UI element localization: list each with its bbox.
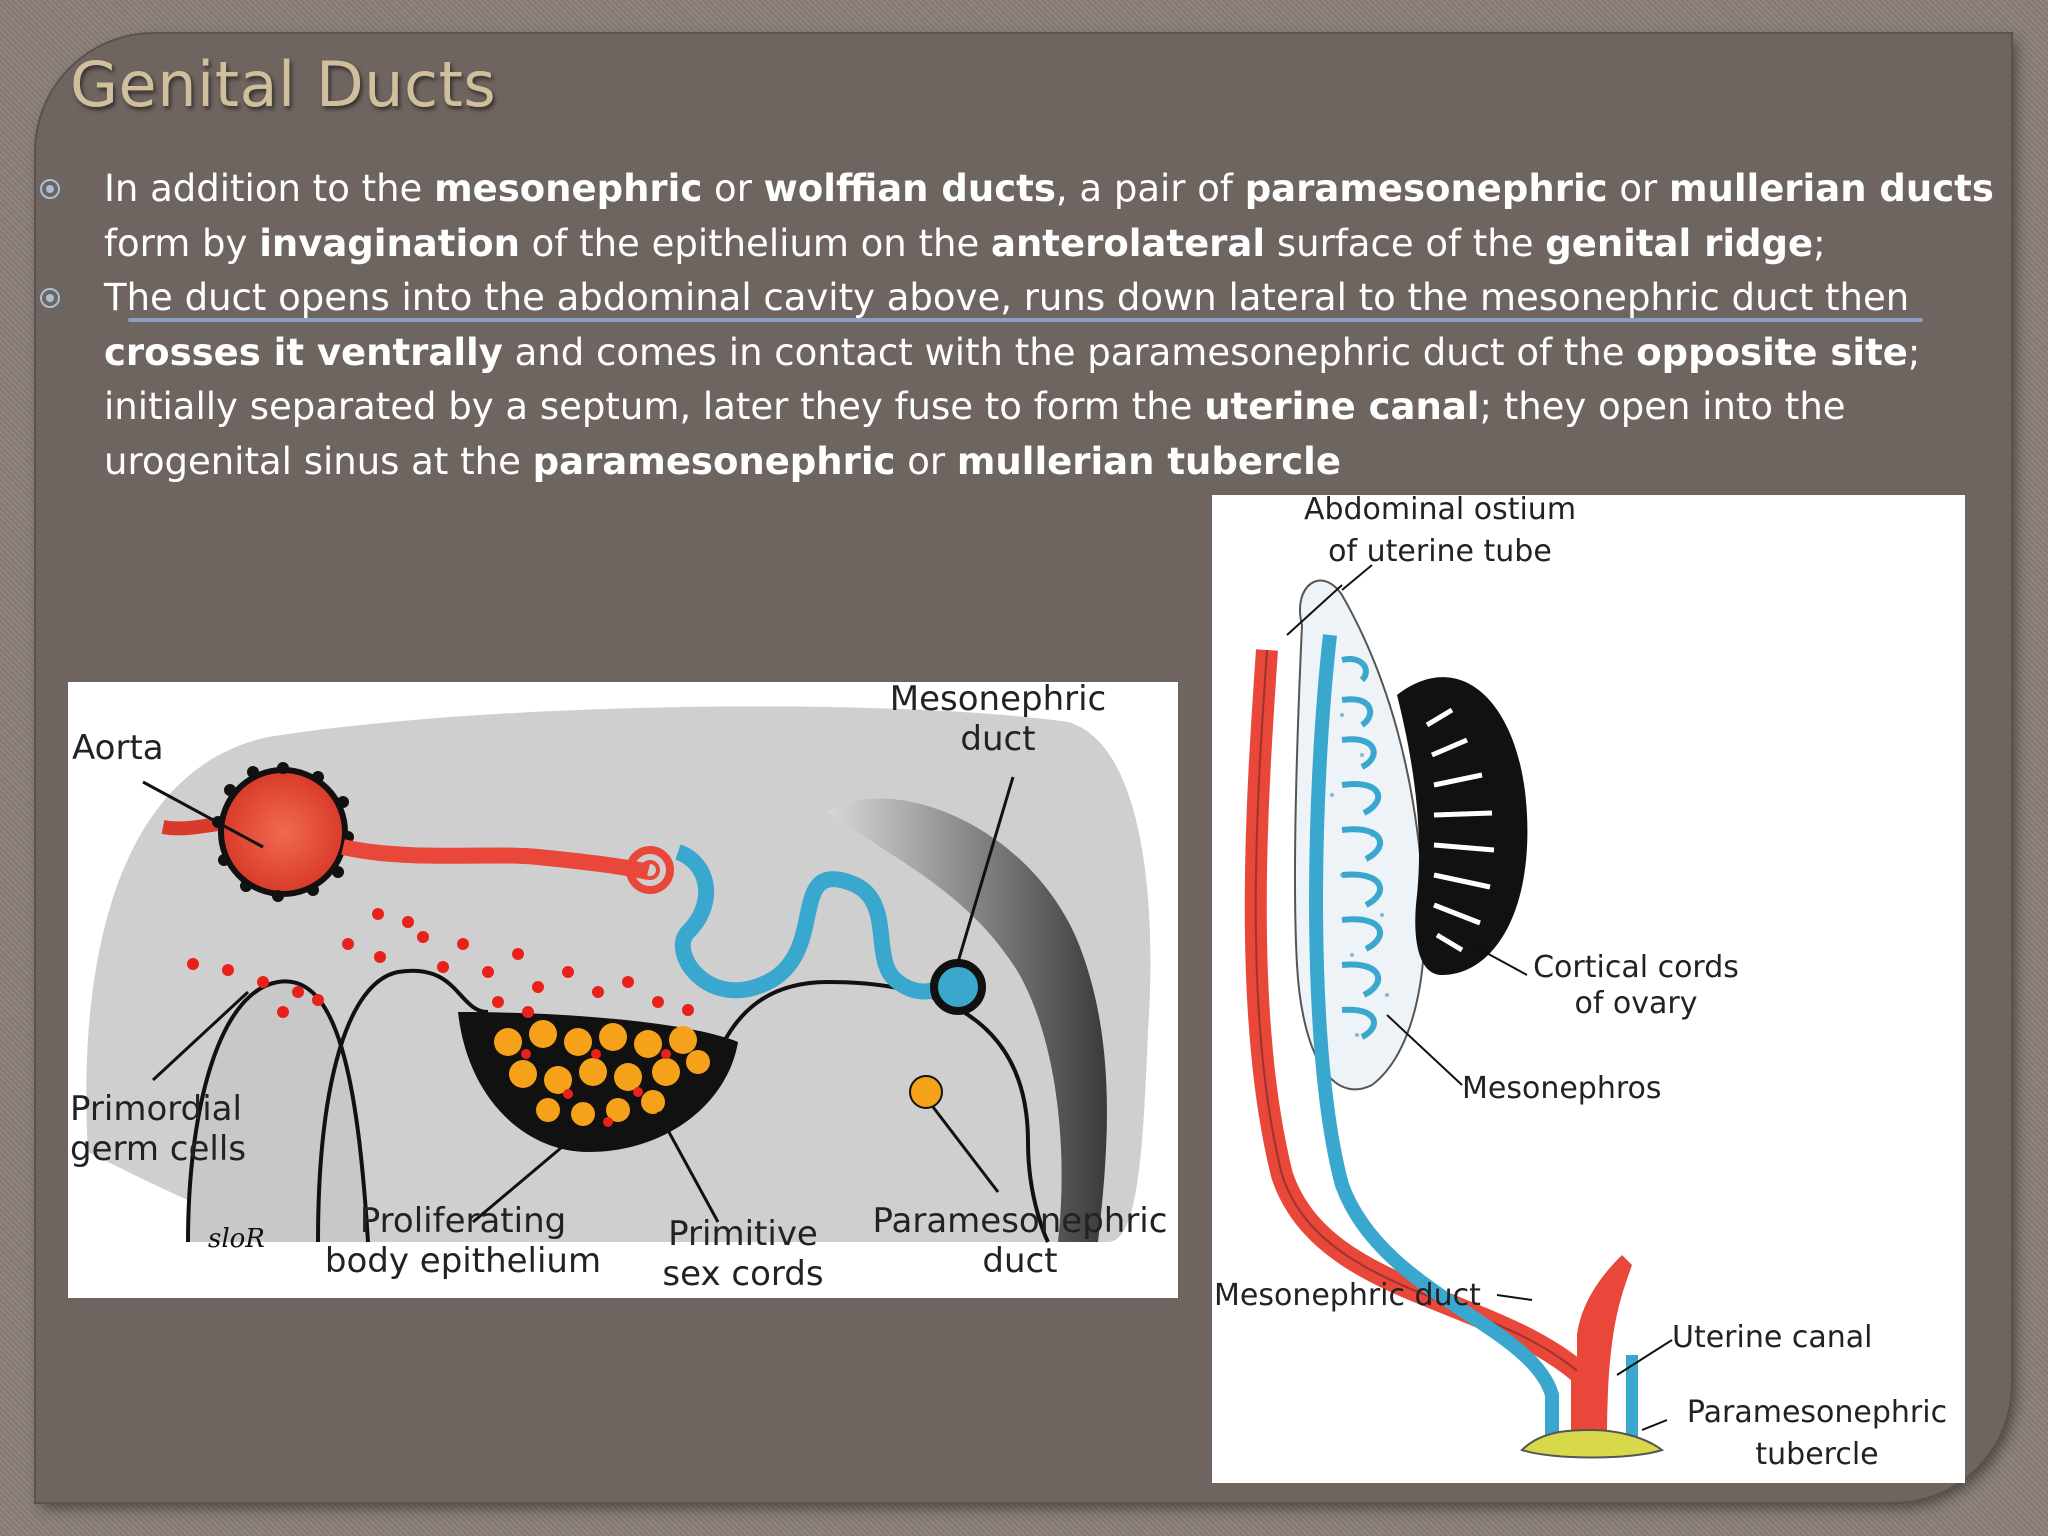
duct-development-figure: Abdominal ostium of uterine tube Cortica… xyxy=(1212,492,1965,1483)
bold-term: invagination xyxy=(259,221,520,265)
bullet-item-1: In addition to the mesonephric or wolffi… xyxy=(40,162,2000,271)
bold-term: genital ridge xyxy=(1545,221,1814,265)
label-uterine-canal: Uterine canal xyxy=(1672,1320,1872,1355)
bullet-item-2: The duct opens into the abdominal cavity… xyxy=(40,271,2000,489)
label-mesonephric-duct: Mesonephric duct xyxy=(1214,1278,1481,1313)
cross-section-diagram: Aorta Mesonephric duct Primordial germ c… xyxy=(70,679,1168,1294)
label-primitive-1: Primitive xyxy=(668,1214,818,1254)
bold-term: anterolateral xyxy=(990,221,1266,265)
artery-branch xyxy=(341,839,650,880)
coelom-outline xyxy=(186,979,370,1243)
peritoneal-arc xyxy=(828,798,1107,1242)
label-cortical-2: of ovary xyxy=(1574,986,1697,1021)
label-mesonephric-duct-2: duct xyxy=(960,719,1035,759)
mesonephric-duct-shape xyxy=(930,959,986,1015)
label-proliferating-2: body epithelium xyxy=(325,1241,601,1281)
bold-term: wolffian ducts xyxy=(763,167,1056,210)
mesonephric-tubule xyxy=(674,844,954,1000)
ovary-shape xyxy=(1397,677,1528,975)
bold-term: uterine canal xyxy=(1204,385,1480,428)
label-paramesonephric-1: Paramesonephric xyxy=(873,1201,1168,1241)
mesonephric-duct-shape xyxy=(1309,634,1559,1445)
bullet-text-2: The duct opens into the abdominal cavity… xyxy=(104,276,1920,483)
bold-term: mesonephric xyxy=(434,167,703,210)
cross-section-figure: Aorta Mesonephric duct Primordial germ c… xyxy=(68,679,1178,1298)
label-paramesonephric-2: duct xyxy=(982,1241,1057,1281)
text-run: , a pair of xyxy=(1055,167,1245,210)
text-run: or xyxy=(1607,167,1669,210)
bold-term: mullerian tubercle xyxy=(956,439,1341,483)
label-proliferating-1: Proliferating xyxy=(360,1201,566,1241)
text-run: surface of the xyxy=(1265,221,1546,265)
paramesonephric-duct-shape xyxy=(909,1075,943,1109)
text-run: ; initially separated by a septum, later… xyxy=(104,330,1921,429)
uterine-canal-shape xyxy=(1577,1255,1632,1440)
bold-term: paramesonephric xyxy=(1244,167,1608,210)
label-mesonephric-duct-1: Mesonephric xyxy=(890,682,1106,719)
bullet-circle-icon xyxy=(40,288,60,308)
hand-drawn-underline xyxy=(128,318,1923,322)
label-aorta: Aorta xyxy=(72,728,164,768)
bold-term: paramesonephric xyxy=(532,439,896,483)
text-run: In addition to the xyxy=(104,167,435,210)
label-cortical-1: Cortical cords xyxy=(1533,950,1739,985)
label-mesonephros: Mesonephros xyxy=(1462,1071,1662,1106)
artist-signature: sloR xyxy=(208,1224,265,1254)
bold-term: crosses it ventrally xyxy=(104,330,503,374)
label-ostium-1: Abdominal ostium xyxy=(1304,495,1576,527)
text-run: ; they open into the urogenital sinus at… xyxy=(104,385,1846,483)
text-run: and comes in contact with the paramesone… xyxy=(502,330,1637,374)
bold-term: mullerian ducts xyxy=(1668,167,1994,210)
tubercle-shape xyxy=(1520,1428,1665,1459)
label-primordial-1: Primordial xyxy=(70,1089,242,1129)
text-run: of the epithelium on the xyxy=(519,221,991,265)
bullet-text-1: In addition to the mesonephric or wolffi… xyxy=(104,167,1994,265)
text-run: form by xyxy=(104,221,260,265)
text-run: or xyxy=(702,167,764,210)
duct-development-diagram: Abdominal ostium of uterine tube Cortica… xyxy=(1214,492,1947,1472)
bullet-list: In addition to the mesonephric or wolffi… xyxy=(40,162,2000,489)
text-run: ; xyxy=(1813,221,1826,265)
label-primitive-2: sex cords xyxy=(662,1254,823,1294)
label-tubercle-2: tubercle xyxy=(1755,1437,1878,1472)
text-run: or xyxy=(895,439,957,483)
slide-title: Genital Ducts xyxy=(70,48,497,121)
label-primordial-2: germ cells xyxy=(70,1129,246,1169)
aorta-shape xyxy=(218,767,348,897)
bullet-circle-icon xyxy=(40,179,60,199)
text-run: The duct opens into the abdominal cavity… xyxy=(104,276,1910,319)
bold-term: opposite site xyxy=(1636,330,1908,374)
label-ostium-2: of uterine tube xyxy=(1328,534,1552,569)
label-tubercle-1: Paramesonephric xyxy=(1687,1395,1947,1430)
